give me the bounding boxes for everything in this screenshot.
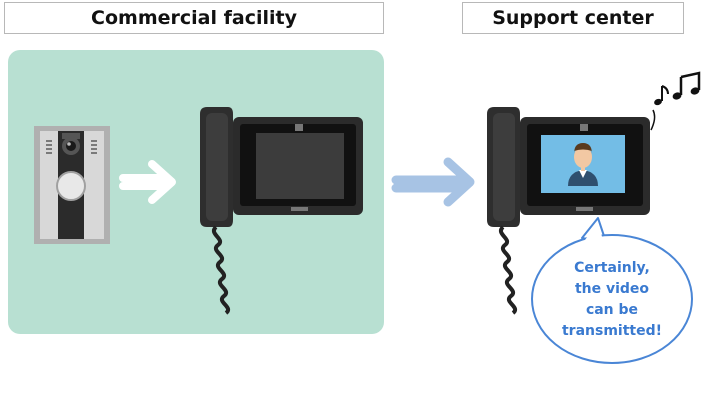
speech-bubble xyxy=(531,217,693,364)
person-avatar-icon xyxy=(568,143,598,186)
speech-bubble-line: transmitted! xyxy=(561,323,663,339)
right-arrow-icon xyxy=(119,160,176,204)
music-notes-icon xyxy=(650,71,701,131)
right-arrow-icon xyxy=(391,157,475,207)
speech-bubble-line: can be xyxy=(585,302,639,318)
support-center-label: Support center xyxy=(462,2,684,34)
commercial-facility-label: Commercial facility xyxy=(4,2,384,34)
speech-bubble-text: Certainly, the video can be transmitted! xyxy=(548,258,676,342)
speech-bubble-line: Certainly, xyxy=(574,260,650,276)
video-intercom-monitor-icon xyxy=(200,107,363,315)
intercom-door-station-icon xyxy=(34,126,110,244)
speech-bubble-line: the video xyxy=(574,281,650,297)
